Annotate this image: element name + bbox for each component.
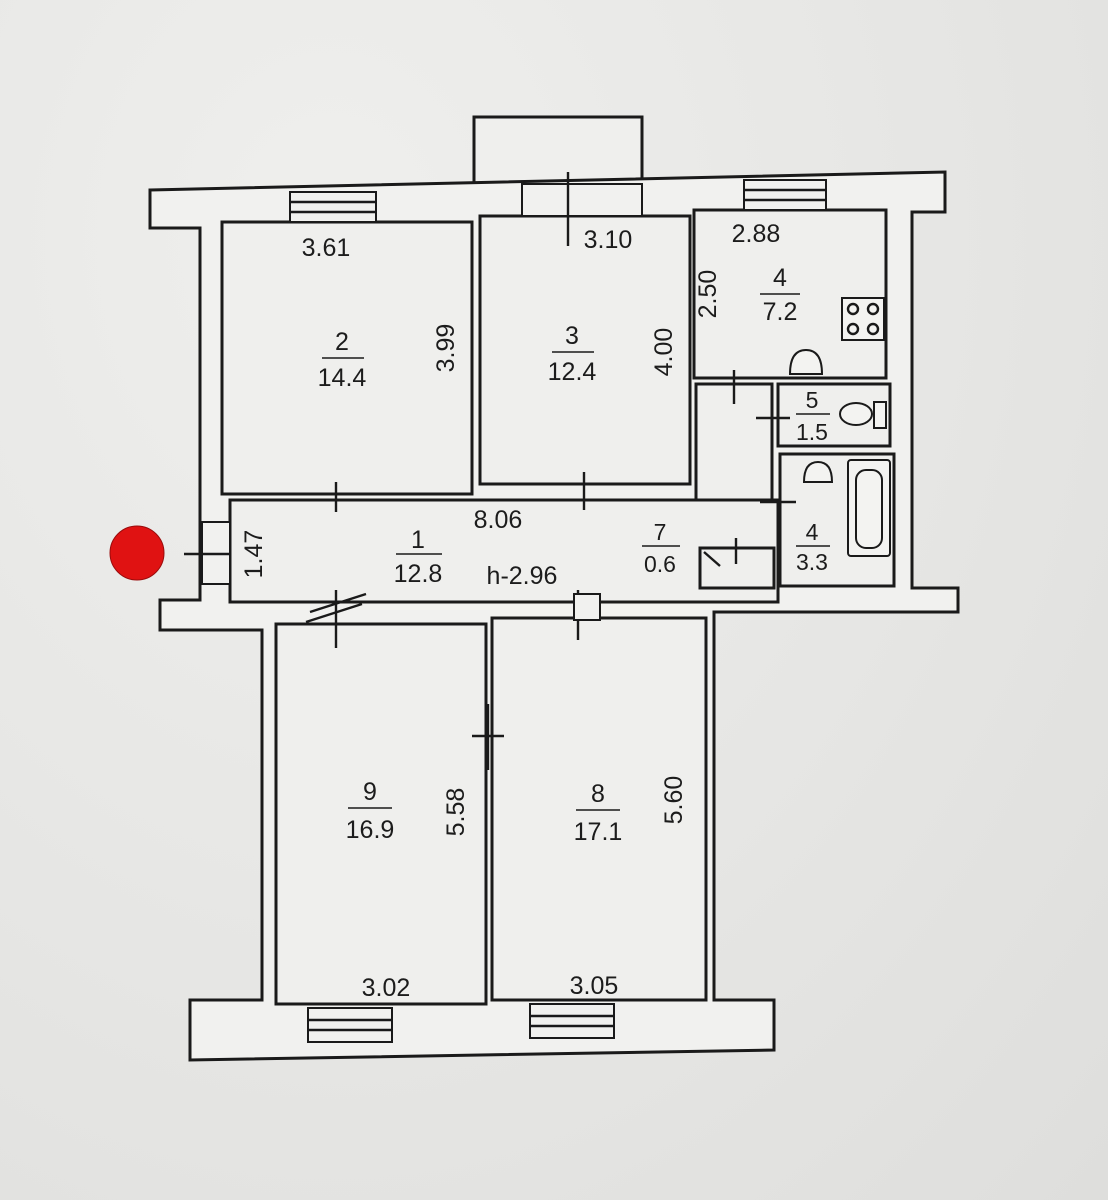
svg-text:9: 9 <box>363 778 377 806</box>
svg-text:1: 1 <box>411 526 425 554</box>
dim-room3-width: 3.10 <box>584 226 633 254</box>
svg-text:12.8: 12.8 <box>394 560 443 588</box>
room-1-hall <box>228 498 780 604</box>
svg-text:2: 2 <box>335 328 349 356</box>
stove-icon <box>841 297 885 341</box>
kitchen-sink-icon <box>788 348 824 375</box>
window-room2 <box>289 191 377 223</box>
toilet-icon <box>839 401 887 429</box>
svg-text:7.2: 7.2 <box>763 298 798 326</box>
entrance-door <box>184 521 231 585</box>
window-room3 <box>521 172 643 246</box>
room-label-7: 7 0.6 <box>642 519 680 577</box>
window-room8 <box>529 1003 615 1039</box>
svg-text:3.3: 3.3 <box>796 549 828 575</box>
room-label-1: 1 12.8 <box>394 526 443 588</box>
svg-text:14.4: 14.4 <box>318 364 367 392</box>
washbasin-icon <box>802 460 834 483</box>
svg-text:16.9: 16.9 <box>346 816 395 844</box>
svg-text:4: 4 <box>806 519 819 545</box>
dim-room2-width: 3.61 <box>302 234 351 262</box>
dim-hall-length: 8.06 <box>474 506 523 534</box>
svg-text:3: 3 <box>565 322 579 350</box>
svg-text:1.5: 1.5 <box>796 419 828 445</box>
dim-room8-width: 3.05 <box>570 972 619 1000</box>
room-5-wc <box>776 382 892 448</box>
bathtub-icon <box>847 459 891 557</box>
room-label-9: 9 16.9 <box>346 778 395 844</box>
room-8 <box>490 616 708 1002</box>
balcony <box>472 115 644 187</box>
room-label-4-kitchen: 4 7.2 <box>760 264 800 326</box>
svg-text:7: 7 <box>654 519 667 545</box>
room-label-3: 3 12.4 <box>548 322 597 386</box>
room-label-4-bath: 4 3.3 <box>796 519 830 575</box>
dim-room2-depth: 3.99 <box>432 324 460 373</box>
dim-hall-width: 1.47 <box>240 530 268 579</box>
window-room4 <box>743 179 827 211</box>
svg-text:8: 8 <box>591 780 605 808</box>
room-3 <box>478 214 692 486</box>
svg-text:5: 5 <box>806 387 819 413</box>
room-label-5: 5 1.5 <box>796 387 830 445</box>
svg-text:17.1: 17.1 <box>574 818 623 846</box>
window-room9 <box>307 1007 393 1043</box>
svg-text:0.6: 0.6 <box>644 551 676 577</box>
location-marker <box>109 525 165 581</box>
svg-text:12.4: 12.4 <box>548 358 597 386</box>
dim-room9-width: 3.02 <box>362 974 411 1002</box>
dim-ceiling-height: h-2.96 <box>487 562 558 590</box>
dim-room4-width: 2.88 <box>732 220 781 248</box>
room-9 <box>274 622 488 1006</box>
dim-room4-depth: 2.50 <box>694 270 722 319</box>
room-label-8: 8 17.1 <box>574 780 623 846</box>
dim-room3-depth: 4.00 <box>650 328 678 377</box>
svg-text:4: 4 <box>773 264 787 292</box>
dim-room9-depth: 5.58 <box>442 788 470 837</box>
room-label-2: 2 14.4 <box>318 328 367 392</box>
dim-room8-depth: 5.60 <box>660 776 688 825</box>
door-marks <box>305 370 796 770</box>
